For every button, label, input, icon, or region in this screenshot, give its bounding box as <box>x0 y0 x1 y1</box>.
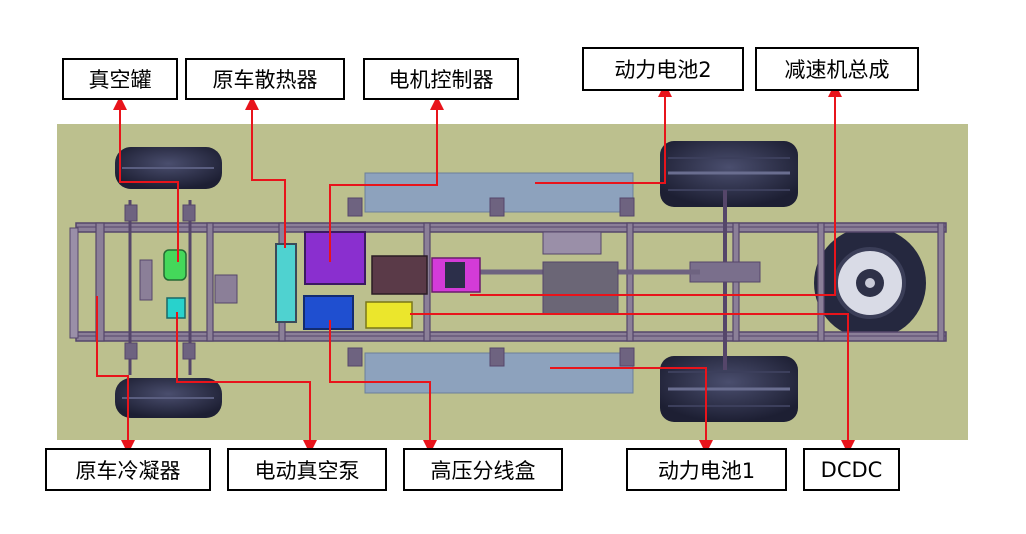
label-vacuum-tank: 真空罐 <box>62 58 178 100</box>
front-right-tire <box>115 378 222 418</box>
leader-lines <box>96 97 849 446</box>
label-battery-1: 动力电池1 <box>626 448 787 491</box>
leader-dcdc <box>410 313 849 446</box>
motor-controller-shape <box>304 231 366 285</box>
vacuum-tank-shape <box>163 249 187 281</box>
leader-vacuum-pump <box>176 312 311 446</box>
leader-junction-box <box>329 320 431 446</box>
junction-box-shape <box>303 295 354 330</box>
leader-battery-1 <box>550 367 707 446</box>
label-electric-vacuum-pump: 电动真空泵 <box>227 448 387 491</box>
label-hv-junction-box: 高压分线盒 <box>403 448 563 491</box>
leader-condenser <box>96 296 129 446</box>
label-condenser: 原车冷凝器 <box>45 448 211 491</box>
label-battery-2: 动力电池2 <box>582 47 744 91</box>
front-left-tire <box>115 147 222 189</box>
spare-tire <box>814 227 926 339</box>
rear-left-dual-tire <box>660 141 798 207</box>
dcdc-shape <box>365 301 413 329</box>
leader-vacuum-tank <box>119 110 179 262</box>
label-motor-controller: 电机控制器 <box>363 58 519 100</box>
label-reducer-assembly: 减速机总成 <box>755 47 919 91</box>
motor-reducer-shape <box>371 255 481 295</box>
leader-reducer <box>470 97 836 296</box>
leader-radiator <box>251 110 286 248</box>
rear-right-dual-tire <box>660 356 798 422</box>
label-radiator: 原车散热器 <box>185 58 345 100</box>
radiator-shape <box>275 243 297 323</box>
label-dcdc: DCDC <box>803 448 900 491</box>
leader-motor-controller <box>329 110 438 262</box>
leader-battery-2 <box>535 97 666 184</box>
